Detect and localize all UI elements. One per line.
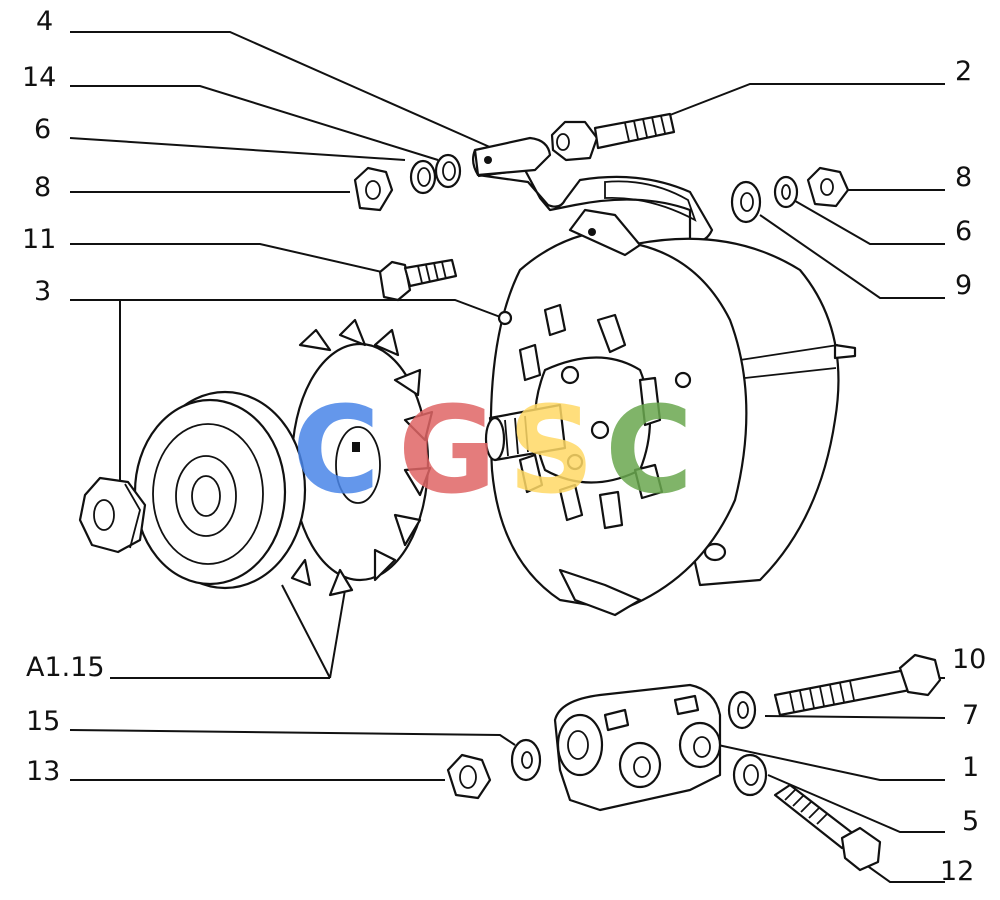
callout-5: 5	[962, 806, 979, 837]
callout-2: 2	[955, 56, 972, 87]
leader-9	[759, 214, 945, 299]
washer-5	[732, 753, 768, 797]
leader-4	[70, 31, 493, 149]
leader-a115-fan	[329, 589, 346, 679]
callout-11: 11	[22, 224, 56, 255]
leader-15	[69, 729, 516, 746]
nut-8-right	[806, 166, 850, 208]
leader-14	[70, 85, 439, 161]
leader-6-left	[69, 137, 406, 161]
callout-6-left: 6	[34, 114, 51, 145]
watermark-letter-g: G	[398, 382, 497, 521]
bolt-12	[773, 783, 882, 872]
vent-slot	[518, 453, 544, 494]
pulley	[133, 390, 307, 590]
alternator-housing	[484, 208, 857, 617]
callout-a115: A1.15	[26, 652, 105, 683]
leader-3	[70, 299, 504, 319]
leader-11	[70, 243, 383, 273]
leader-5	[767, 774, 945, 833]
nut-3	[78, 476, 147, 554]
watermark-letter-c1: C	[292, 382, 380, 521]
callout-15: 15	[26, 706, 60, 737]
vent-slot	[596, 313, 627, 354]
callout-6-right: 6	[955, 216, 972, 247]
callout-8-left: 8	[34, 172, 51, 203]
bolt-2	[550, 112, 676, 162]
callout-10: 10	[952, 644, 986, 675]
callout-14: 14	[22, 62, 56, 93]
leader-2	[669, 83, 945, 116]
watermark-letter-c2: C	[605, 382, 693, 521]
callout-12: 12	[940, 856, 974, 887]
washer-7	[727, 690, 757, 730]
leader-lines	[69, 31, 946, 883]
callout-4: 4	[36, 6, 53, 37]
callout-8-right: 8	[955, 162, 972, 193]
callout-3: 3	[34, 276, 51, 307]
bracket-4	[471, 136, 714, 243]
leader-7	[764, 715, 946, 719]
vent-slot	[558, 483, 584, 522]
mounting-bracket-1	[553, 683, 722, 812]
leader-1	[717, 744, 945, 781]
callout-7: 7	[962, 700, 979, 731]
callout-1: 1	[962, 752, 979, 783]
washer-15	[510, 738, 542, 782]
nut-13	[446, 753, 492, 800]
watermark-letter-s: S	[508, 382, 594, 521]
callout-labels: 4 14 6 8 11 3 A1.15 15 13 2 8 6 9 10 7 1…	[22, 6, 986, 887]
vent-slot	[518, 343, 542, 382]
washer-6-left	[409, 159, 437, 195]
vent-slot	[633, 463, 664, 500]
leader-a115-pulley	[281, 584, 331, 679]
callout-13: 13	[26, 756, 60, 787]
cgsc-watermark: C G S C	[292, 382, 693, 521]
bolt-11	[378, 258, 458, 302]
washer-6-right	[773, 175, 799, 209]
leader-6-right	[789, 197, 945, 245]
leader-12	[861, 861, 945, 883]
nut-8-left	[353, 166, 394, 212]
callout-9: 9	[955, 270, 972, 301]
washer-14	[434, 153, 462, 189]
vent-slot	[598, 490, 624, 530]
washer-9	[730, 180, 762, 224]
vent-slot	[638, 376, 662, 427]
bolt-10	[773, 653, 942, 717]
vent-slot	[543, 303, 567, 337]
